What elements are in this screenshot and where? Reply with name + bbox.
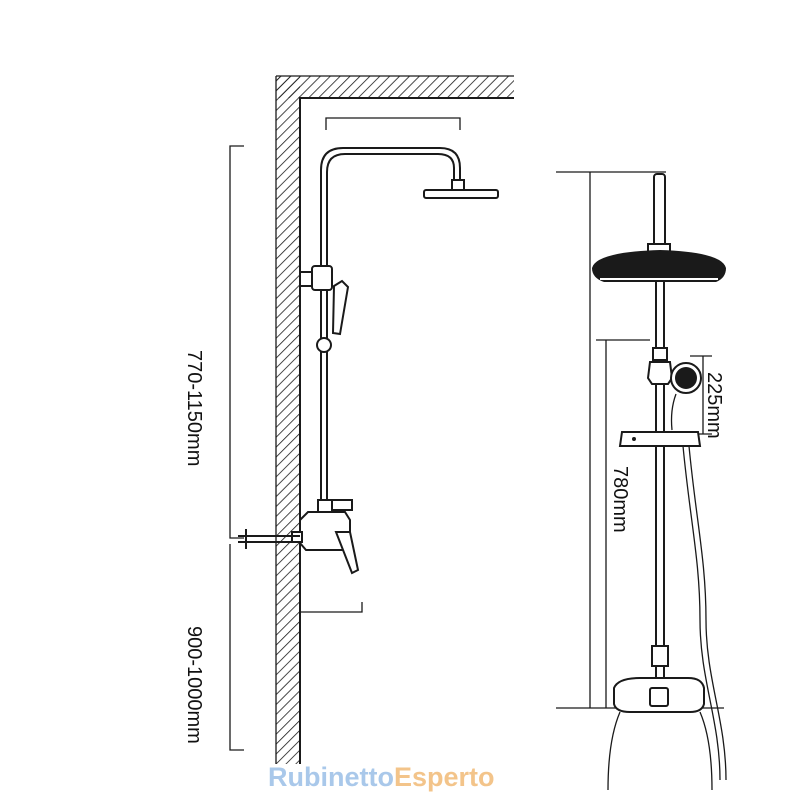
wall-bracket xyxy=(299,265,333,291)
shelf xyxy=(618,431,702,447)
side-view: 770-1150mm 900-1000mm xyxy=(183,75,514,764)
top-cap xyxy=(653,173,666,247)
riser-bar xyxy=(655,246,665,690)
logo-part-esperto: Esperto xyxy=(393,762,495,792)
brand-logo: RubinettoEsperto xyxy=(268,762,495,793)
overhead-showerhead xyxy=(423,189,499,199)
wall-section xyxy=(275,75,514,764)
shower-riser xyxy=(320,147,499,505)
front-view: 780mm 225mm xyxy=(556,171,727,791)
dim-780: 780mm xyxy=(609,466,631,533)
lower-dimension-line xyxy=(229,544,244,751)
mixer-valve xyxy=(291,499,360,575)
mixer-front xyxy=(607,677,713,791)
top-extent-bracket xyxy=(325,117,461,130)
dim-770-1150: 770-1150mm xyxy=(183,350,205,466)
hand-shower xyxy=(316,279,350,353)
dim-225: 225mm xyxy=(703,372,725,439)
hose xyxy=(682,445,721,781)
hand-shower-front xyxy=(670,362,702,431)
logo-part-rubinetto: Rubinetto xyxy=(268,762,394,792)
dim-900-1000: 900-1000mm xyxy=(183,626,205,744)
overhead-showerhead-front xyxy=(592,243,726,282)
inlet-pipe xyxy=(238,529,300,549)
upper-dimension-line xyxy=(229,145,244,539)
floor-bracket xyxy=(300,602,363,613)
upper-slider xyxy=(646,347,674,385)
